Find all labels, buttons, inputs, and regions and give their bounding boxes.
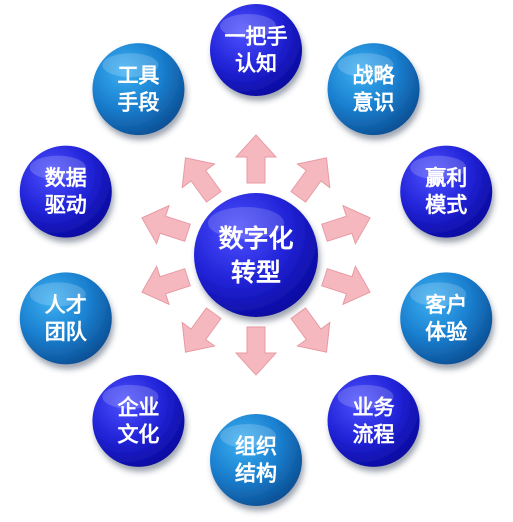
- node-yingli-highlight: [410, 155, 467, 180]
- node-gongju-highlight: [102, 53, 159, 78]
- outer-nodes-group: 一把手认知战略意识赢利模式客户体验业务流程组织结构企业文化人才团队数据驱动工具手…: [19, 4, 493, 506]
- node-zhanlue-highlight: [337, 53, 394, 78]
- node-rencai-highlight: [29, 282, 86, 307]
- center-node-highlight: [208, 207, 284, 239]
- node-rencai-label-line-1: 人才: [45, 293, 87, 317]
- node-gongju-label-line-2: 手段: [117, 91, 159, 115]
- arrow-to-rencai: [141, 265, 191, 306]
- arrow-to-yingli: [321, 204, 371, 245]
- node-zuzhi-highlight: [220, 424, 276, 448]
- node-kehu-circle: [400, 272, 493, 365]
- node-qiye-label-line-1: 企业: [116, 395, 159, 419]
- node-zuzhi-label-line-1: 组织: [235, 435, 277, 459]
- node-zhanlue-label-line-2: 意识: [353, 91, 395, 115]
- arrow-to-gongju: [181, 157, 222, 203]
- node-kehu-label-line-2: 体验: [425, 320, 467, 344]
- node-zhanlue-label-line-1: 战略: [353, 64, 396, 88]
- arrow-to-yewu: [290, 307, 331, 353]
- node-yingli-label-line-1: 赢利: [425, 166, 467, 190]
- arrow-to-shuju: [141, 204, 191, 245]
- node-gongju-label-line-1: 工具: [117, 64, 159, 88]
- node-shuju-label-line-2: 驱动: [45, 193, 87, 217]
- node-qiye-highlight: [102, 384, 159, 409]
- node-qiye-circle: [92, 374, 185, 467]
- node-qiye-label-line-2: 文化: [117, 422, 159, 446]
- node-gongju-circle: [92, 43, 185, 136]
- node-zuzhi-label-line-2: 结构: [235, 462, 277, 486]
- node-yingli-circle: [400, 145, 493, 238]
- node-yibashou-highlight: [220, 14, 276, 38]
- node-yibashou-label-line-1: 一把手: [225, 25, 288, 49]
- node-shuju-highlight: [29, 155, 86, 180]
- arrows-group: [141, 134, 371, 376]
- node-kehu-highlight: [410, 282, 467, 307]
- arrow-to-kehu: [321, 265, 371, 306]
- node-kehu-label-line-1: 客户: [425, 293, 467, 317]
- node-yingli-label-line-2: 模式: [425, 193, 467, 217]
- node-shuju-circle: [19, 145, 112, 238]
- arrow-to-zuzhi: [234, 326, 278, 376]
- node-rencai-circle: [19, 272, 112, 365]
- arrow-to-qiye: [181, 307, 222, 353]
- node-shuju-label-line-1: 数据: [45, 166, 87, 190]
- node-yibashou-label-line-2: 认知: [235, 52, 277, 76]
- center-node-circle: [194, 193, 318, 317]
- arrow-to-zhanlue: [290, 157, 331, 203]
- center-node-label-line-1: 数字化: [218, 224, 293, 253]
- node-zuzhi-circle: [210, 414, 302, 506]
- node-yibashou-circle: [210, 4, 302, 96]
- node-rencai-label-line-2: 团队: [45, 320, 88, 344]
- node-yewu-label-line-2: 流程: [353, 422, 395, 446]
- node-yewu-highlight: [337, 384, 394, 409]
- node-yewu-label-line-1: 业务: [353, 395, 396, 419]
- center-node-label-line-2: 转型: [231, 258, 281, 287]
- node-zhanlue-circle: [327, 43, 420, 136]
- node-yewu-circle: [327, 374, 420, 467]
- arrow-to-yibashou: [234, 134, 278, 184]
